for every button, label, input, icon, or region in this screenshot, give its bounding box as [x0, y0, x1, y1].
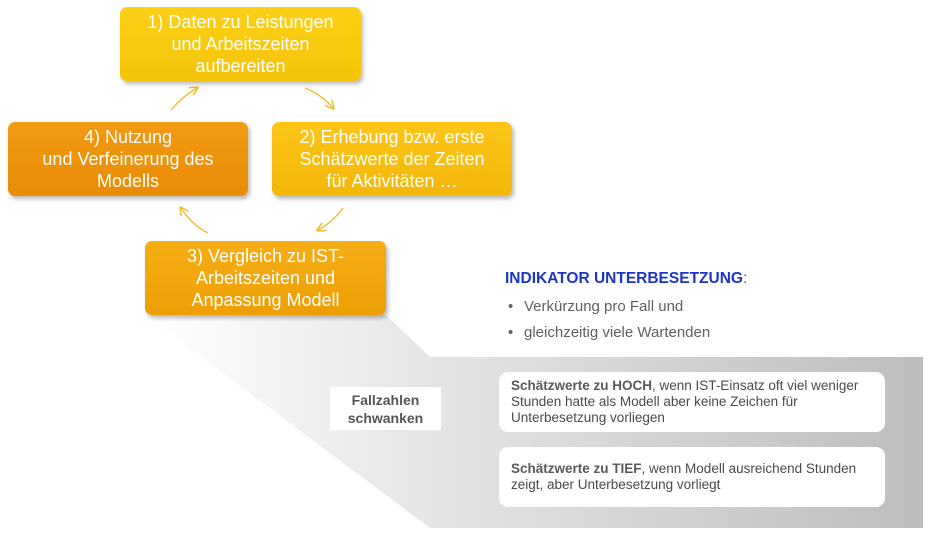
step-1-box: 1) Daten zu Leistungen und Arbeitszeiten… — [120, 7, 361, 81]
step-2-box: 2) Erhebung bzw. erste Schätzwerte der Z… — [272, 122, 512, 196]
card-estimate-high: Schätzwerte zu HOCH, wenn IST-Einsatz of… — [499, 372, 885, 432]
arrow-1-to-2 — [304, 87, 333, 108]
indicator-bullet-1: •Verkürzung pro Fall und — [508, 298, 684, 315]
step-3-box: 3) Vergleich zu IST- Arbeitszeiten und A… — [145, 241, 386, 315]
indicator-title: INDIKATOR UNTERBESETZUNG — [505, 270, 743, 287]
card-estimate-low: Schätzwerte zu TIEF, wenn Modell ausreic… — [499, 447, 885, 507]
arrow-3-to-4 — [181, 208, 209, 234]
arrow-4-to-1 — [170, 88, 197, 111]
indicator-heading: INDIKATOR UNTERBESETZUNG: — [505, 270, 747, 288]
step-4-box: 4) Nutzung und Verfeinerung des Modells — [8, 122, 248, 196]
indicator-colon: : — [742, 270, 748, 287]
bullet-dot-icon: • — [508, 298, 514, 315]
fallzahlen-label: Fallzahlen schwanken — [330, 387, 441, 430]
indicator-bullet-2: •gleichzeitig viele Wartenden — [508, 324, 711, 341]
arrow-2-to-3 — [318, 207, 344, 230]
bullet-dot-icon: • — [508, 324, 514, 341]
